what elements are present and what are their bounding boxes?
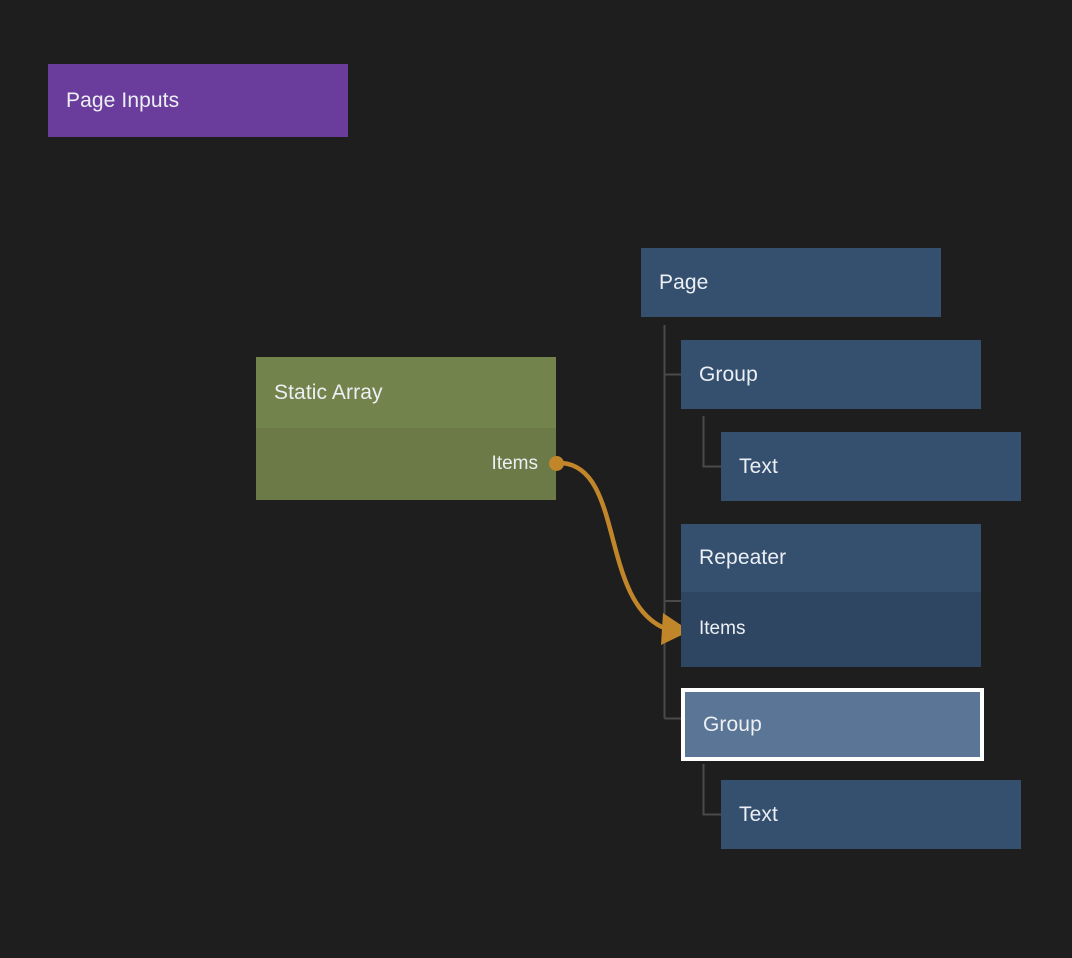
wire-static-array-items-to-repeater-items (559, 460, 667, 631)
node-repeater-body[interactable]: Items (681, 592, 981, 667)
output-port-items-dot[interactable] (549, 456, 564, 471)
tree-line-group2-text2 (702, 764, 721, 816)
node-page-inputs-header[interactable]: Page Inputs (48, 64, 348, 137)
node-group-1-title: Group (699, 362, 758, 386)
node-text-2-title: Text (739, 802, 778, 826)
node-repeater[interactable]: Repeater Items (681, 524, 981, 667)
node-repeater-header[interactable]: Repeater (681, 524, 981, 592)
node-repeater-title: Repeater (699, 546, 787, 570)
node-group-1-header[interactable]: Group (681, 340, 981, 409)
node-static-array-body[interactable]: Items (256, 428, 556, 500)
node-group-2[interactable]: Group (681, 688, 984, 761)
node-text-1[interactable]: Text (721, 432, 1021, 501)
node-page-inputs-title: Page Inputs (66, 88, 180, 112)
node-text-2-header[interactable]: Text (721, 780, 1021, 849)
input-port-items-label: Items (699, 618, 746, 640)
node-text-2[interactable]: Text (721, 780, 1021, 849)
node-static-array-title: Static Array (274, 380, 383, 404)
node-page-title: Page (659, 270, 709, 294)
node-group-2-title: Group (703, 712, 762, 736)
node-group-1[interactable]: Group (681, 340, 981, 409)
tree-line-group1-text1 (702, 416, 721, 468)
node-page-header[interactable]: Page (641, 248, 941, 317)
output-port-items-label: Items (491, 452, 538, 474)
node-static-array-header[interactable]: Static Array (256, 357, 556, 428)
node-page-inputs[interactable]: Page Inputs (48, 64, 348, 137)
node-page[interactable]: Page (641, 248, 941, 317)
tree-line-page-spine (663, 325, 681, 720)
node-group-2-header[interactable]: Group (685, 692, 980, 757)
node-static-array[interactable]: Static Array Items (256, 357, 556, 500)
node-text-1-title: Text (739, 454, 778, 478)
node-text-1-header[interactable]: Text (721, 432, 1021, 501)
